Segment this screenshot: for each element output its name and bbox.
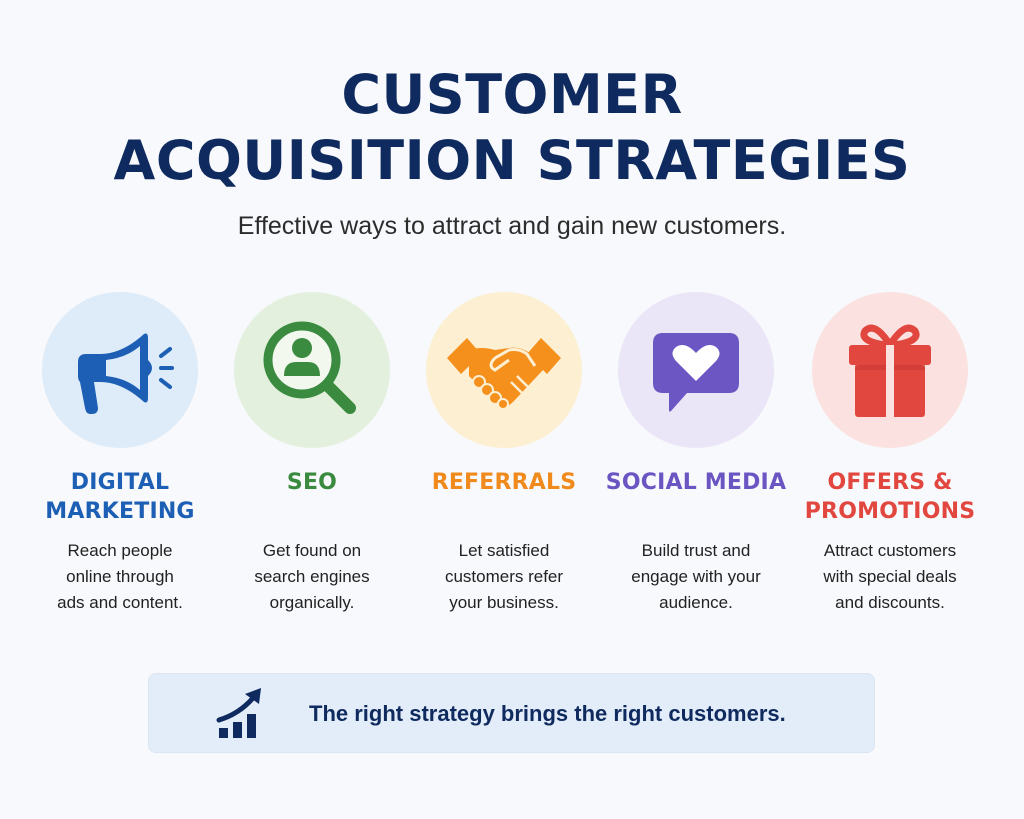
icon-circle xyxy=(426,292,582,448)
icon-circle xyxy=(812,292,968,448)
strategy-cards: DIGITAL MARKETING Reach people online th… xyxy=(0,292,1024,632)
page-title: CUSTOMER ACQUISITION STRATEGIES xyxy=(0,62,1024,194)
tagline-banner: The right strategy brings the right cust… xyxy=(148,673,875,753)
strategy-title: SOCIAL MEDIA xyxy=(605,470,787,495)
strategy-title: DIGITAL MARKETING xyxy=(45,470,195,524)
strategy-description: Get found on search engines organically. xyxy=(254,541,370,612)
title-line-1: CUSTOMER xyxy=(341,63,683,126)
icon-circle xyxy=(234,292,390,448)
chat-heart-icon xyxy=(653,333,739,412)
growth-chart-icon xyxy=(215,686,271,747)
tagline-text: The right strategy brings the right cust… xyxy=(309,701,786,726)
icon-circle xyxy=(42,292,198,448)
strategy-description: Attract customers with special deals and… xyxy=(823,541,957,612)
strategy-title: OFFERS & PROMOTIONS xyxy=(804,470,976,524)
icon-circle xyxy=(618,292,774,448)
magnifier-user-icon xyxy=(263,321,356,414)
strategy-title: SEO xyxy=(286,470,338,495)
strategy-description: Let satisfied customers refer your busin… xyxy=(444,541,564,612)
strategy-description: Build trust and engage with your audienc… xyxy=(631,541,761,612)
handshake-icon xyxy=(447,338,561,410)
strategy-title: REFERRALS xyxy=(431,470,577,495)
page-subtitle: Effective ways to attract and gain new c… xyxy=(237,212,787,240)
strategy-description: Reach people online through ads and cont… xyxy=(57,541,183,612)
megaphone-icon xyxy=(78,333,174,414)
gift-icon xyxy=(849,324,931,417)
title-line-2: ACQUISITION STRATEGIES xyxy=(113,129,911,192)
